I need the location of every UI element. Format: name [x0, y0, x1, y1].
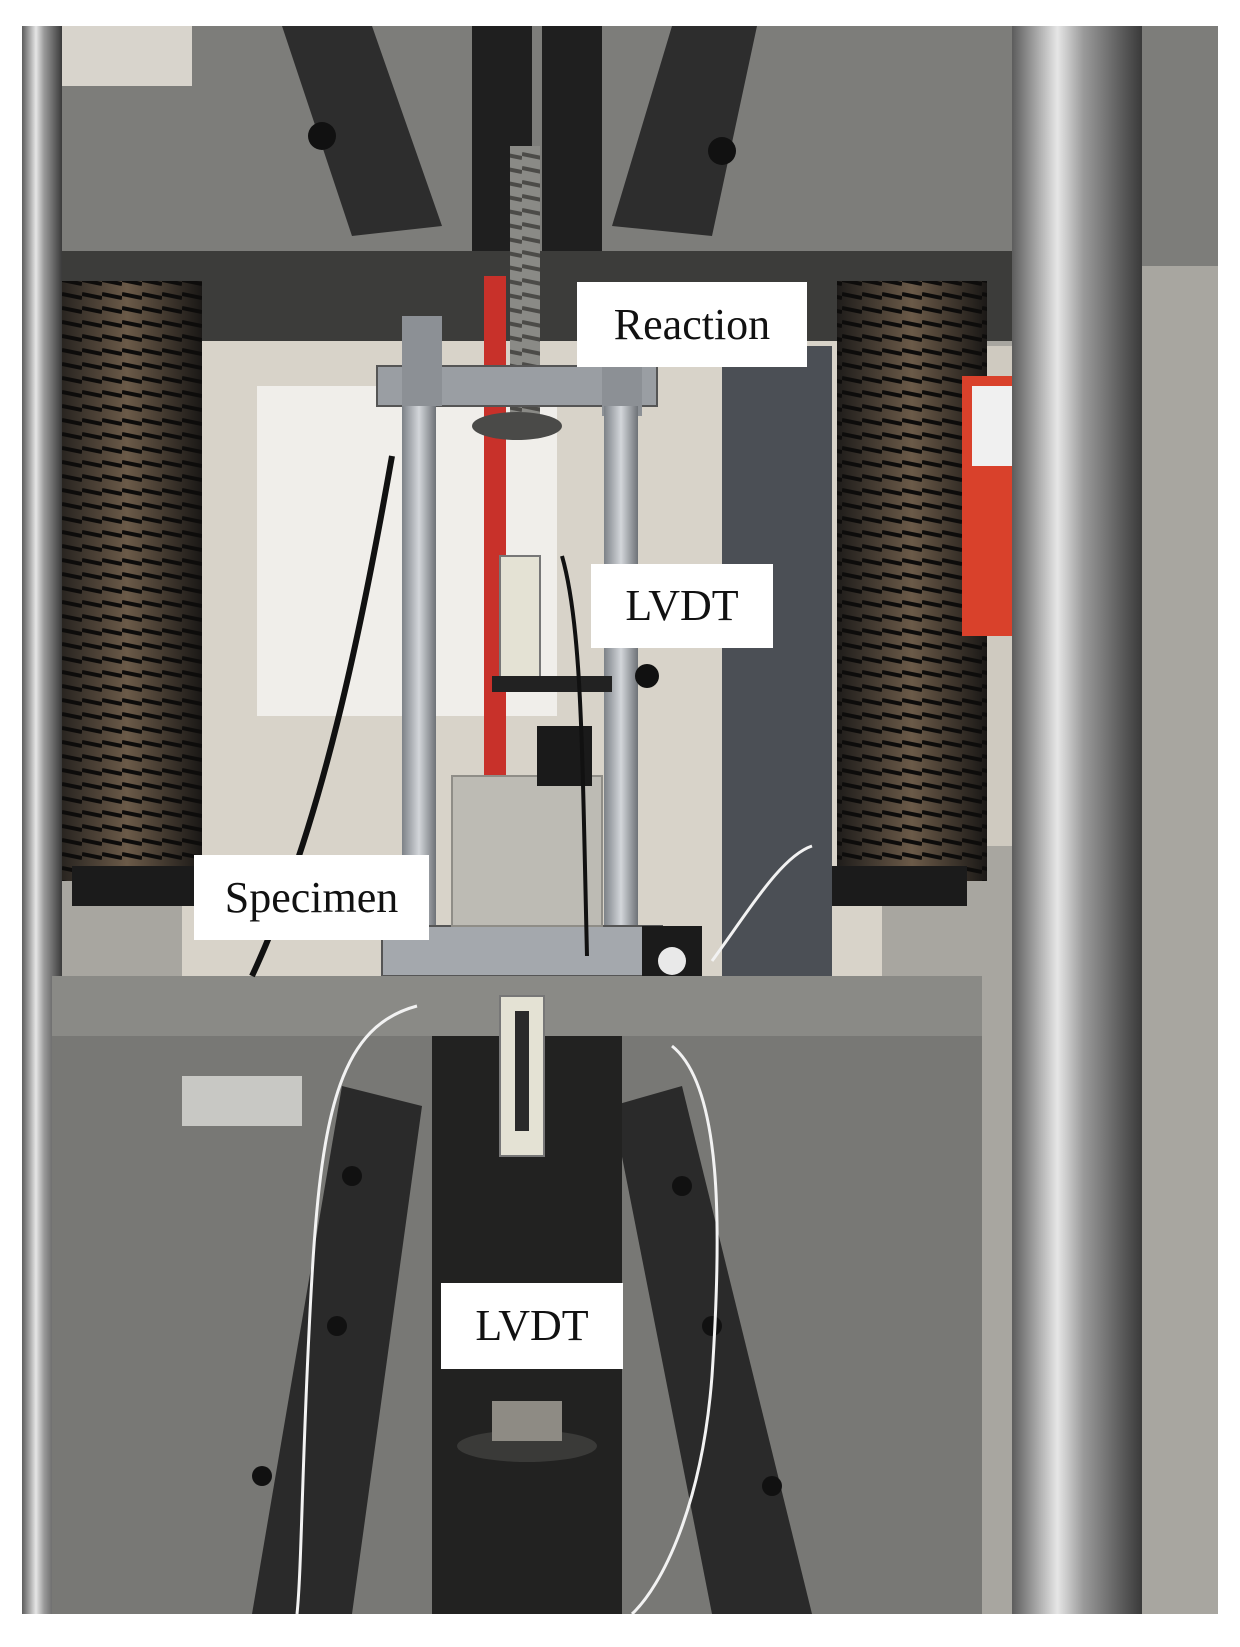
- lvdt-upper-label: LVDT: [591, 564, 773, 648]
- lvdt-lower-label: LVDT: [441, 1283, 623, 1369]
- specimen-label: Specimen: [194, 855, 429, 940]
- testing-machine-photo: [22, 26, 1218, 1614]
- reaction-label: Reaction: [577, 282, 807, 367]
